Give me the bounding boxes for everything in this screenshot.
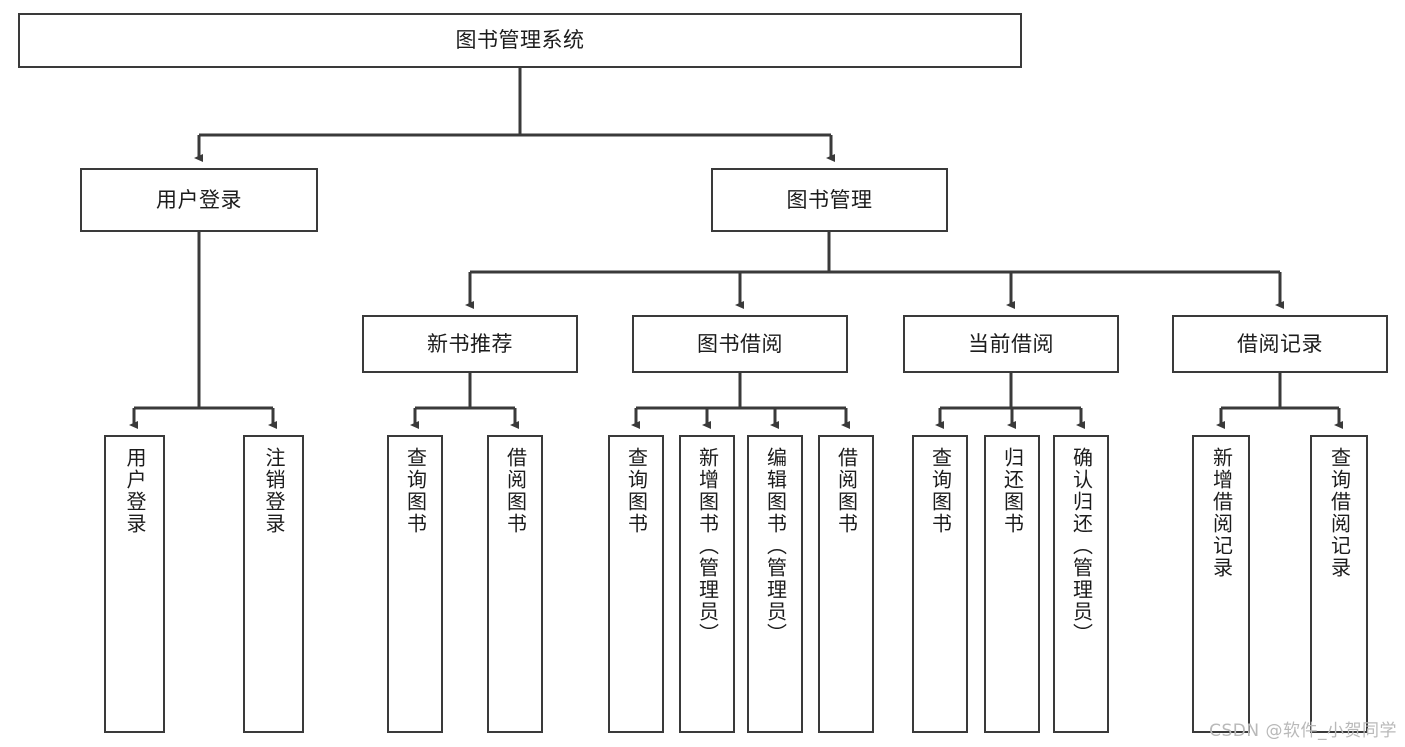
leaf-node-edit-book-admin[interactable]: 编辑图书（管理员） <box>747 435 803 733</box>
node-label: 查询借阅记录 <box>1327 447 1352 579</box>
node-label: 图书管理系统 <box>455 28 585 53</box>
leaf-node-logout-login[interactable]: 注销登录 <box>243 435 304 733</box>
leaf-node-borrow-book[interactable]: 借阅图书 <box>818 435 874 733</box>
csdn-watermark: CSDN @软件_小贺同学 <box>1209 721 1397 741</box>
node-label: 新增图书（管理员） <box>695 447 720 645</box>
node-label: 查询图书 <box>403 447 428 535</box>
leaf-node-query-book-current[interactable]: 查询图书 <box>912 435 968 733</box>
leaf-node-query-book-borrow[interactable]: 查询图书 <box>608 435 664 733</box>
node-root-system[interactable]: 图书管理系统 <box>18 13 1022 68</box>
node-label: 借阅记录 <box>1237 331 1323 356</box>
node-label: 用户登录 <box>156 187 242 212</box>
node-label: 编辑图书（管理员） <box>763 447 788 645</box>
node-book-management[interactable]: 图书管理 <box>711 168 948 232</box>
node-label: 新书推荐 <box>427 331 513 356</box>
node-label: 借阅图书 <box>503 447 528 535</box>
leaf-node-add-book-admin[interactable]: 新增图书（管理员） <box>679 435 735 733</box>
leaf-node-query-borrow-record[interactable]: 查询借阅记录 <box>1310 435 1368 733</box>
leaf-node-confirm-return-admin[interactable]: 确认归还（管理员） <box>1053 435 1109 733</box>
node-label: 当前借阅 <box>968 331 1054 356</box>
node-label: 图书管理 <box>786 187 873 212</box>
node-label: 新增借阅记录 <box>1209 447 1234 579</box>
leaf-node-add-borrow-record[interactable]: 新增借阅记录 <box>1192 435 1250 733</box>
leaf-node-borrow-book-recommend[interactable]: 借阅图书 <box>487 435 543 733</box>
node-borrow-record[interactable]: 借阅记录 <box>1172 315 1388 373</box>
node-label: 归还图书 <box>1000 447 1025 535</box>
node-label: 用户登录 <box>123 447 147 535</box>
leaf-node-return-book[interactable]: 归还图书 <box>984 435 1040 733</box>
leaf-node-user-login[interactable]: 用户登录 <box>104 435 165 733</box>
node-user-login[interactable]: 用户登录 <box>80 168 318 232</box>
node-label: 图书借阅 <box>697 331 783 356</box>
node-label: 注销登录 <box>262 447 286 535</box>
node-label: 查询图书 <box>624 447 649 535</box>
leaf-node-query-book-recommend[interactable]: 查询图书 <box>387 435 443 733</box>
node-label: 查询图书 <box>928 447 953 535</box>
node-label: 确认归还（管理员） <box>1069 447 1094 645</box>
node-current-borrow[interactable]: 当前借阅 <box>903 315 1119 373</box>
node-new-book-recommend[interactable]: 新书推荐 <box>362 315 578 373</box>
node-label: 借阅图书 <box>834 447 859 535</box>
node-book-borrow[interactable]: 图书借阅 <box>632 315 848 373</box>
